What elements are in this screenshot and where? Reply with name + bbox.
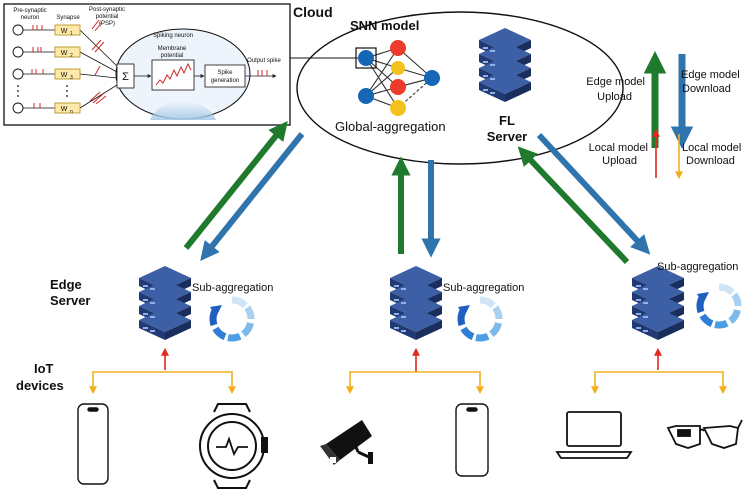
synapse-label: Synapse xyxy=(56,15,80,21)
legend-local-download-line2: Download xyxy=(686,155,735,167)
sub-aggregation-ring-icon xyxy=(210,300,251,338)
presynaptic-label-line1: Pre-synaptic xyxy=(13,8,46,14)
spike-generation-line1: Spike xyxy=(217,70,233,76)
psp-label-line1: Post-synaptic xyxy=(89,7,125,13)
psp-label-line2: potential xyxy=(96,14,119,20)
edge-server-icon xyxy=(139,266,191,340)
legend-edge-download-line1: Edge model xyxy=(681,69,740,81)
snn-neuron xyxy=(391,61,405,75)
snn-neuron xyxy=(390,40,406,56)
global-aggregation-label: Global-aggregation xyxy=(335,119,446,134)
legend-local-download-line1: Local model xyxy=(682,142,741,154)
fl-server-label-line2: Server xyxy=(487,129,527,144)
edge-server-label-line2: Server xyxy=(50,293,90,308)
smartwatch-icon xyxy=(199,403,268,489)
synapse-weight-box xyxy=(54,68,81,80)
legend-edge-download-line2: Download xyxy=(682,83,731,95)
synapse-weight-sub: 2 xyxy=(70,53,73,59)
smartphone-icon xyxy=(77,403,109,485)
cloud-ellipse xyxy=(296,11,624,165)
synapse-weight-label: W xyxy=(61,50,68,57)
iot-links xyxy=(89,347,727,395)
edge-upload-arrow-right xyxy=(517,146,630,265)
output-spike-label: Output spike xyxy=(247,58,281,64)
legend-local-upload-line2: Upload xyxy=(602,155,637,167)
synapse-weight-sub: n xyxy=(70,109,73,115)
membrane-mist xyxy=(150,101,216,120)
snn-neuron xyxy=(424,70,440,86)
spiking-neuron-inset: Pre-synaptic neuron Synapse Post-synapti… xyxy=(3,3,358,126)
security-camera-icon xyxy=(320,420,373,465)
fl-server-label-line1: FL xyxy=(499,113,515,128)
synapse-weight-sub: 1 xyxy=(70,31,73,37)
membrane-label-line1: Membrane xyxy=(158,46,187,52)
snn-neuron xyxy=(390,79,406,95)
edge-download-arrow-left xyxy=(200,132,305,261)
presynaptic-neuron xyxy=(12,102,24,114)
fl-server-icon xyxy=(479,28,531,102)
smart-glasses-icon xyxy=(666,419,743,449)
snn-model-label: SNN model xyxy=(350,18,419,33)
edge-server-icon xyxy=(632,266,684,340)
sub-aggregation-label-center: Sub-aggregation xyxy=(443,282,524,294)
snn-neuron xyxy=(390,100,406,116)
legend-edge-upload-line2: Upload xyxy=(597,91,632,103)
sum-symbol: Σ xyxy=(122,71,129,83)
iot-devices-label-line2: devices xyxy=(16,378,64,393)
legend-edge-upload-line1: Edge model xyxy=(586,76,645,88)
synapse-weight-label: W xyxy=(61,72,68,79)
snn-neuron xyxy=(358,88,374,104)
presynaptic-label-line2: neuron xyxy=(21,15,40,21)
synapse-weight-box xyxy=(54,46,81,58)
edge-server-icon xyxy=(390,266,442,340)
synapse-weight-sub: 3 xyxy=(70,75,73,81)
membrane-label-line2: potential xyxy=(161,53,184,59)
presynaptic-neuron xyxy=(12,46,24,58)
sub-aggregation-ring-icon xyxy=(458,300,499,338)
synapse-weight-box xyxy=(54,24,81,36)
sub-aggregation-label-left: Sub-aggregation xyxy=(192,282,273,294)
iot-devices-label-line1: IoT xyxy=(34,361,54,376)
synapse-weight-label: W xyxy=(61,106,68,113)
sum-box xyxy=(116,63,135,89)
sub-aggregation-label-right: Sub-aggregation xyxy=(657,261,738,273)
spike-generation-line2: generation xyxy=(211,78,239,84)
laptop-icon xyxy=(555,411,633,459)
cloud-title: Cloud xyxy=(293,4,333,20)
membrane-trace xyxy=(155,62,192,86)
presynaptic-neuron xyxy=(12,24,24,36)
psp-label-line3: (PSP) xyxy=(99,21,115,27)
smartphone-icon xyxy=(455,403,489,477)
spiking-neuron-label: Spiking neuron xyxy=(153,33,193,39)
snn-neuron xyxy=(358,50,374,66)
edge-upload-arrow-left xyxy=(183,121,288,250)
presynaptic-neuron xyxy=(12,68,24,80)
membrane-box xyxy=(151,59,195,91)
edge-download-arrow-right xyxy=(536,132,651,255)
sub-aggregation-ring-icon xyxy=(697,287,738,325)
edge-server-label-line1: Edge xyxy=(50,277,82,292)
synapse-weight-label: W xyxy=(61,28,68,35)
synapse-weight-box xyxy=(54,102,81,114)
legend-local-upload-line1: Local model xyxy=(589,142,648,154)
